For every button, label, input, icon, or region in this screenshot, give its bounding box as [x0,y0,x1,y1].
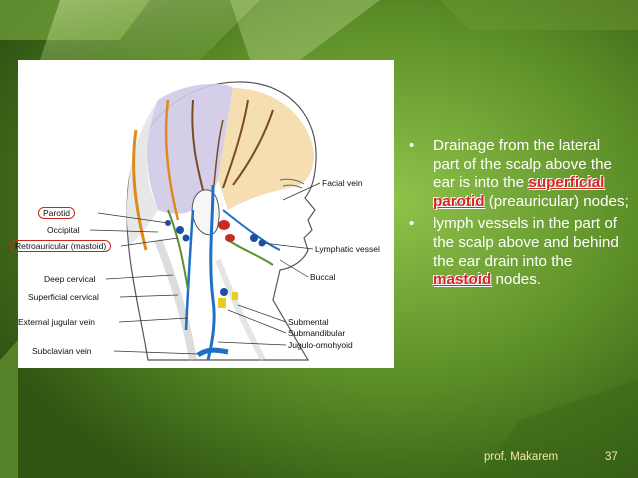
bullet-dot: • [409,137,415,154]
label-submental: Submental [288,317,329,327]
highlight-term: mastoid [433,271,492,289]
label-deep-cervical: Deep cervical [44,274,96,284]
anatomy-illustration [89,81,321,362]
bullet-list: • Drainage from the lateral part of the s… [405,137,630,294]
label-retroauricular: Retroauricular (mastoid) [10,240,112,252]
bullet-text: nodes. [491,271,542,289]
label-jugulo-omohyoid: Jugulo-omohyoid [288,340,353,350]
label-submandibular: Submandibular [288,328,346,338]
bullet-text: Drainage from the lateral part of the sc… [433,137,612,192]
label-external-jugular-vein: External jugular vein [18,317,96,327]
label-lymphatic-vessel: Lymphatic vessel [315,244,380,254]
highlight-term: superficial parotid [433,174,605,210]
label-buccal: Buccal [310,272,336,282]
bullet-text: (preauricular) nodes; [484,192,629,210]
head-neck-lymphatics-figure: Parotid Occipital Retroauricular (mastoi… [10,60,394,368]
label-subclavian-vein: Subclavian vein [32,346,92,356]
label-superficial-cervical: Superficial cervical [28,292,99,302]
bullet-item: • Drainage from the lateral part of the s… [405,137,630,211]
bullet-dot: • [409,215,415,233]
bullet-item: • lymph vessels in the part of the scalp … [405,215,630,289]
label-parotid: Parotid [38,207,75,219]
label-facial-vein: Facial vein [322,178,363,188]
footer-author: prof. Makarem [484,451,559,463]
label-occipital: Occipital [47,225,80,235]
page-number: 37 [605,451,618,463]
bullet-text: lymph vessels in the part of the scalp a… [433,215,619,270]
